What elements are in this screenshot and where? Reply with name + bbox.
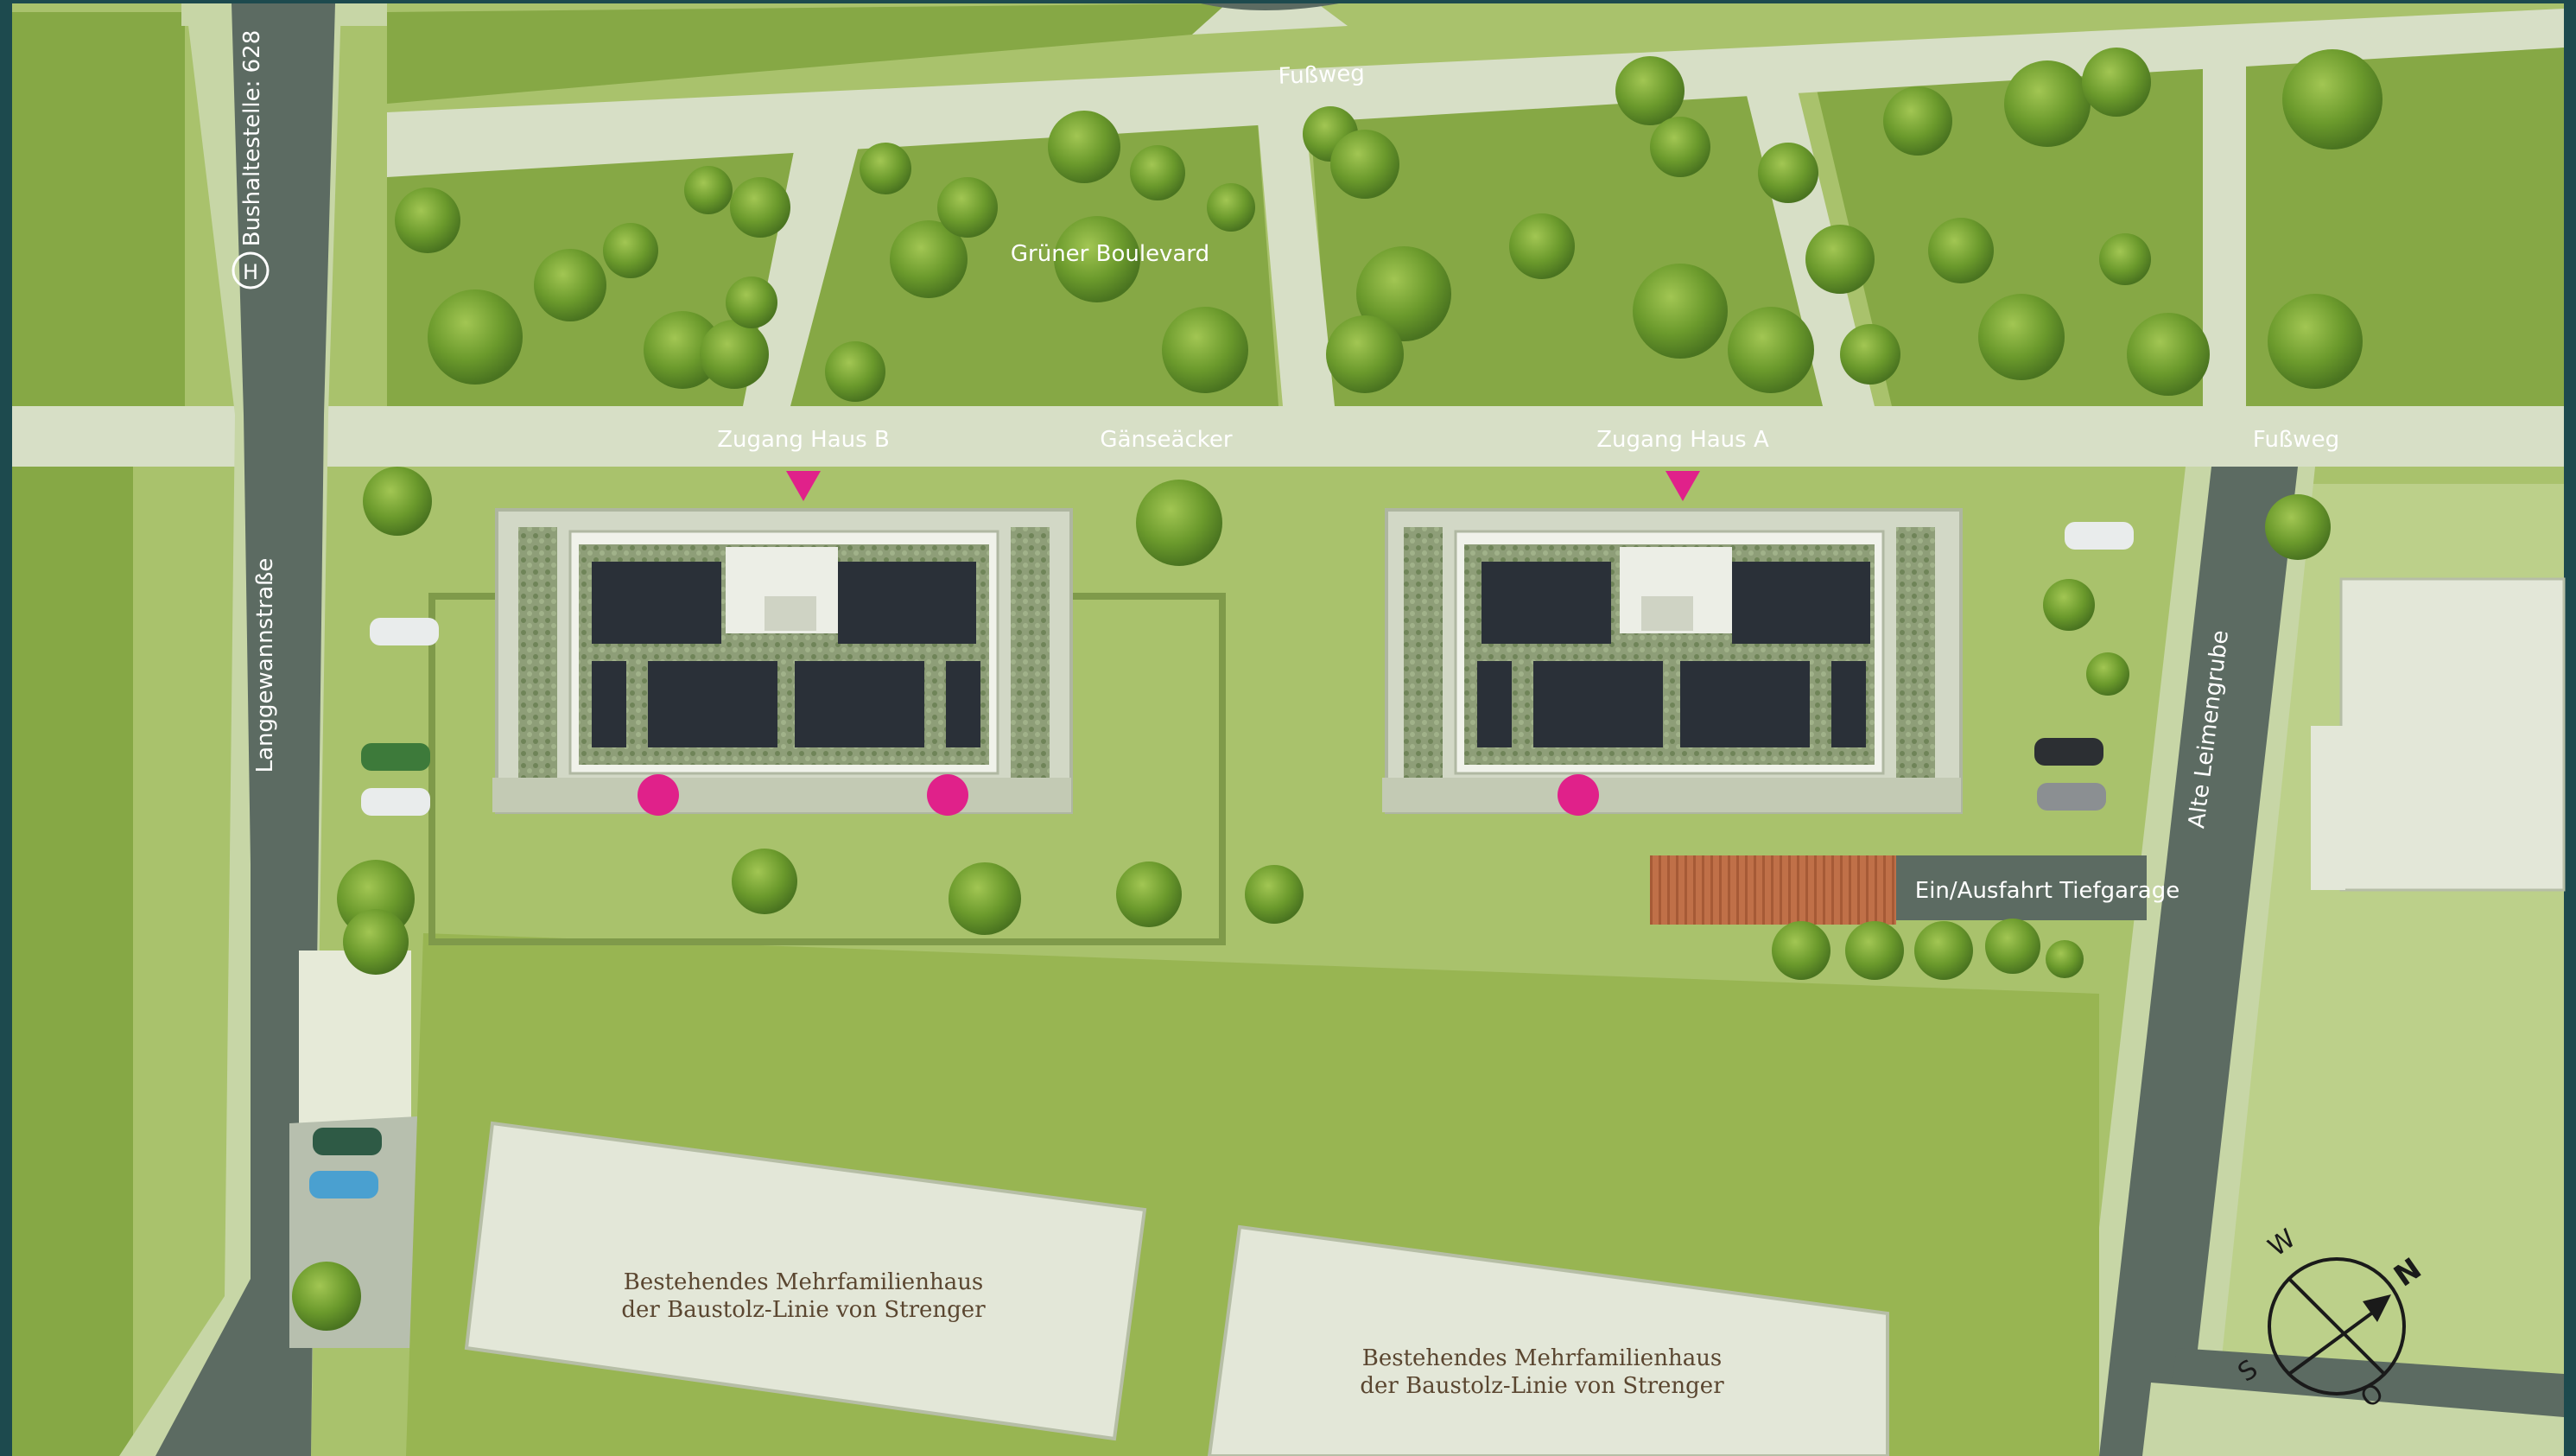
roads — [119, 3, 2564, 1456]
label-existing-1-line2: der Baustolz-Linie von Strenger — [621, 1297, 986, 1323]
label-bus-stop: Bushaltestelle: 628 — [239, 30, 265, 247]
bus-stop-icon — [232, 251, 270, 289]
alte-leimengrube-road — [2099, 467, 2298, 1456]
house-a — [1382, 508, 1963, 814]
label-footpath-right: Fußweg — [2253, 427, 2339, 453]
garage-deck — [1650, 855, 1896, 925]
label-green-boulevard: Grüner Boulevard — [1011, 241, 1209, 267]
label-footpath-top: Fußweg — [1278, 60, 1365, 89]
house-b — [492, 508, 1073, 814]
label-existing-2-line2: der Baustolz-Linie von Strenger — [1360, 1373, 1724, 1399]
solar-panels — [592, 562, 721, 644]
label-entrance-b: Zugang Haus B — [717, 427, 890, 453]
umbrella-marker — [927, 774, 968, 816]
existing-building-1 — [464, 1121, 1147, 1441]
langgewannstrasse-road — [155, 3, 335, 1456]
umbrella-marker — [1558, 774, 1599, 816]
existing-building-2 — [1207, 1224, 1889, 1456]
trees — [292, 48, 2382, 1331]
garage-ramp — [1896, 855, 2147, 920]
entrance-a-marker — [1666, 471, 1700, 501]
compass-north-arrow — [2363, 1294, 2391, 1322]
label-garage: Ein/Ausfahrt Tiefgarage — [1915, 878, 2179, 904]
label-existing-1-line1: Bestehendes Mehrfamilienhaus — [624, 1269, 984, 1295]
umbrella-marker — [638, 774, 679, 816]
parked-cars — [309, 522, 2134, 1198]
label-gaenseaecker: Gänseäcker — [1100, 427, 1232, 453]
label-langgewannstrasse: Langgewannstraße — [252, 558, 278, 773]
entrance-b-marker — [786, 471, 821, 501]
east-building — [2339, 577, 2566, 892]
bus-stop-symbol: H — [243, 260, 258, 284]
label-entrance-a: Zugang Haus A — [1596, 427, 1769, 453]
label-existing-2-line1: Bestehendes Mehrfamilienhaus — [1362, 1345, 1723, 1371]
